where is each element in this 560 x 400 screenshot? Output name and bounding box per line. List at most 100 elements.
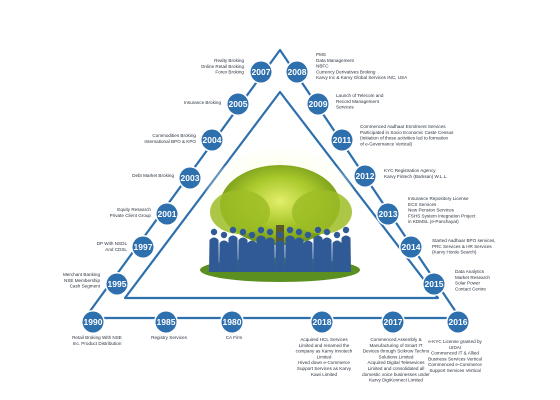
milestone-circle xyxy=(82,311,104,333)
milestone-description: Started Aadhaar BPO services,PRC Service… xyxy=(432,238,496,255)
person-silhouette xyxy=(294,228,304,272)
milestone-description: Debt Market Broking xyxy=(132,173,174,178)
milestone-circle xyxy=(156,203,178,225)
milestone-description-line: Limited xyxy=(317,354,332,359)
milestone-description-line: Retail Broking With NSE xyxy=(72,335,122,340)
milestone-description-line: Record Management xyxy=(336,99,380,104)
milestone-year: 2017 xyxy=(384,317,403,327)
milestone-description-line: Started Aadhaar BPO services, xyxy=(432,238,496,243)
milestone-description-line: e-KYC License granted by xyxy=(428,339,482,344)
person-silhouette xyxy=(238,228,248,272)
milestone-description-line: DP With NSDL xyxy=(97,241,128,246)
milestone-circle xyxy=(377,203,399,225)
milestone-description-line: company as Karvy Innotech xyxy=(296,349,353,354)
milestone-description-line: Merchant Banking xyxy=(63,272,100,277)
milestone-year: 1985 xyxy=(157,317,176,327)
milestone-description-line: Devices through Scikrow Techno xyxy=(363,349,430,354)
milestone-description-line: Insurance Broking xyxy=(184,100,221,105)
milestone-year: 1990 xyxy=(84,317,103,327)
milestone-year: 2003 xyxy=(181,173,200,183)
milestone-description-line: International BPO & KPO xyxy=(144,139,196,144)
milestone-description-line: Acquired Digital Telesevices xyxy=(367,360,425,365)
milestone-year: 2007 xyxy=(252,67,271,77)
milestone-year: 2004 xyxy=(203,135,222,145)
person-silhouette xyxy=(332,231,342,272)
milestone-year: 2009 xyxy=(309,99,328,109)
milestone-description-line: KYC Registration Agency xyxy=(384,168,436,173)
milestone-description-line: (Initiation of these activities led to f… xyxy=(360,136,449,141)
inner-triangle-line xyxy=(123,90,440,300)
milestone-description-line: Karvy DigiKonnect Limited xyxy=(369,378,423,383)
milestone-circle xyxy=(354,165,376,187)
milestone-circle xyxy=(331,129,353,151)
person-silhouette xyxy=(209,228,219,272)
person-silhouette xyxy=(265,228,275,272)
person-silhouette xyxy=(256,226,266,272)
milestone-description-line: Data Analytics xyxy=(455,269,485,274)
milestone-description-line: of e-Governance Vertical) xyxy=(360,141,413,146)
person-silhouette xyxy=(341,226,351,272)
milestone-description-line: Online Retail Broking xyxy=(201,64,245,69)
milestone-description-line: Solutions Limited xyxy=(379,354,414,359)
milestone-year: 2011 xyxy=(333,135,352,145)
milestone-description-line: CA Firm xyxy=(226,335,243,340)
milestone-description-line: Acquired HCL Services xyxy=(300,337,348,342)
milestone-description-line: Launch of Telecom and xyxy=(336,93,384,98)
milestone-description-line: Realty Broking xyxy=(214,58,244,63)
milestone-description-line: Registry Services xyxy=(151,335,187,340)
milestone-circle xyxy=(132,236,154,258)
milestone-circle xyxy=(311,311,333,333)
milestone-description-line: Limited and renamed the xyxy=(299,343,350,348)
milestone-description-line: NBFC xyxy=(316,64,329,69)
milestone-description-line: Private Client Group xyxy=(110,213,152,218)
milestone-description-line: Kawi Limited xyxy=(311,372,337,377)
milestone-description-line: Data Management xyxy=(316,58,355,63)
tree-canopy-left xyxy=(210,190,270,234)
milestone-description: Insurance Broking xyxy=(184,100,221,105)
milestone-description-line: And CDSL xyxy=(105,247,127,252)
milestone-circle xyxy=(106,273,128,295)
milestone-year: 1980 xyxy=(223,317,242,327)
milestone-year: 2013 xyxy=(379,209,398,219)
milestone-description-line: Commenced IT & Allied xyxy=(431,351,479,356)
milestone-circle xyxy=(221,311,243,333)
milestone-description-line: Karvy Fintech (Barksan) W.L.L. xyxy=(384,174,448,179)
milestone-description-line: Cash Segment xyxy=(70,284,101,289)
milestone-description-line: ECS Services xyxy=(408,202,437,207)
milestone-year: 2012 xyxy=(356,171,375,181)
milestone-year: 2018 xyxy=(313,317,332,327)
milestone-1980: 1980 CA Firm xyxy=(220,310,244,340)
milestone-year: 2014 xyxy=(402,242,421,252)
milestone-description-line: Commodities Broking xyxy=(152,133,196,138)
person-silhouette xyxy=(313,226,323,272)
milestone-circle xyxy=(400,236,422,258)
milestone-description-line: UIDAI xyxy=(449,345,461,350)
milestone-year: 1995 xyxy=(108,279,127,289)
tree-and-people-illustration xyxy=(200,148,360,282)
milestone-description-line: Currency Derivatives Broking xyxy=(316,69,376,74)
milestone-description-line: Commenced e-Commerce xyxy=(428,362,482,367)
milestone-description-line: Manufacturing of Smart IT xyxy=(369,343,422,348)
person-silhouette xyxy=(219,231,229,272)
milestone-description-line: Karvy Inc & Karvy Global Services INC, U… xyxy=(316,75,408,80)
milestone-circle xyxy=(286,61,308,83)
milestone-description-line: Equity Research xyxy=(117,207,151,212)
